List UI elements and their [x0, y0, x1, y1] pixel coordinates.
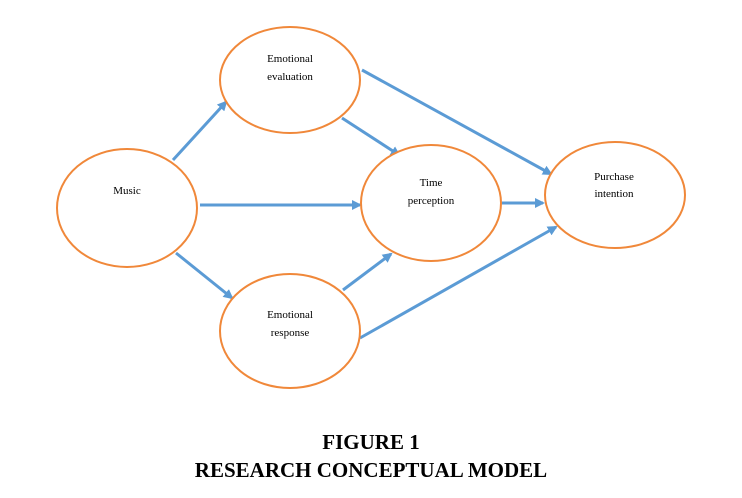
node-music-ellipse: [56, 148, 198, 268]
node-purchase-intention-label-line1: Purchase: [594, 171, 634, 183]
edge-emotional-evaluation-to-purchase-intention: [361, 68, 553, 176]
node-time-perception-label-line2: perception: [408, 195, 455, 207]
edge-emotional-response-to-purchase-intention: [359, 225, 558, 340]
node-time-perception: Time perception: [360, 144, 502, 262]
node-emotional-response-label-line2: response: [271, 327, 310, 339]
node-purchase-intention: Purchase intention: [544, 141, 686, 249]
edge-music-to-emotional-evaluation: [171, 100, 228, 162]
node-purchase-intention-ellipse: [544, 141, 686, 249]
node-emotional-response-ellipse: [219, 273, 361, 389]
node-time-perception-label-line1: Time: [420, 177, 443, 189]
node-emotional-evaluation-label-line1: Emotional: [267, 53, 313, 65]
node-emotional-response-label-line1: Emotional: [267, 309, 313, 321]
conceptual-model-diagram: Music Emotional evaluation Emotional res…: [56, 26, 686, 389]
node-music-label: Music: [113, 185, 141, 197]
edge-music-to-emotional-response: [175, 251, 234, 300]
node-emotional-response: Emotional response: [219, 273, 361, 389]
node-purchase-intention-label-line2: intention: [594, 188, 634, 200]
figure-title: RESEARCH CONCEPTUAL MODEL: [194, 458, 548, 482]
node-time-perception-ellipse: [360, 144, 502, 262]
node-emotional-evaluation-label-line2: evaluation: [267, 71, 313, 83]
edges: [171, 68, 558, 340]
figure-number: FIGURE 1: [322, 430, 420, 454]
node-music: Music: [56, 148, 198, 268]
edge-emotional-response-to-time-perception: [342, 252, 393, 292]
node-emotional-evaluation-ellipse: [219, 26, 361, 134]
node-emotional-evaluation: Emotional evaluation: [219, 26, 361, 134]
edge-emotional-evaluation-to-time-perception: [341, 116, 401, 157]
